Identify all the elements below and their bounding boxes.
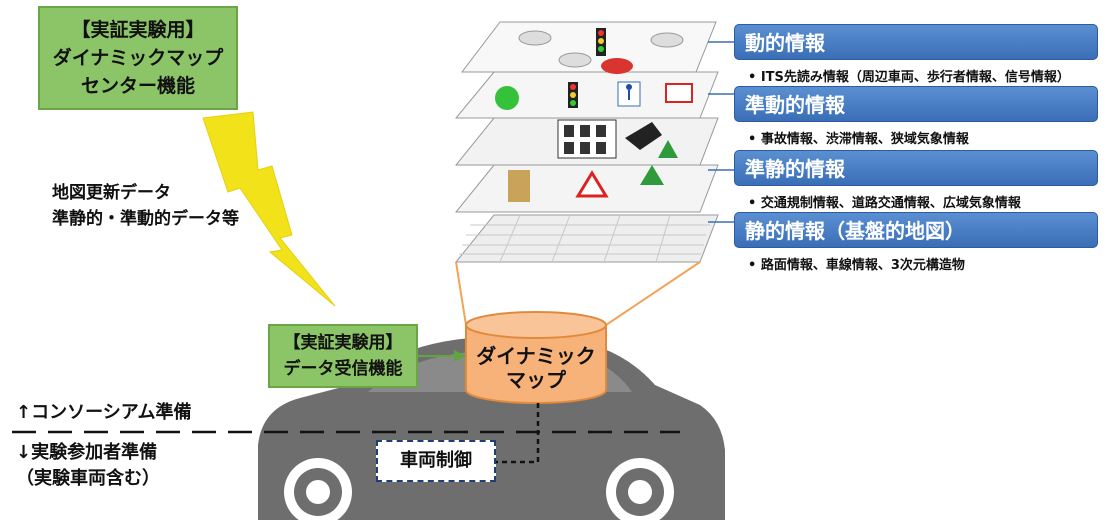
layer-title-semi-dynamic: 準動的情報: [734, 86, 1098, 122]
accident-icon: [625, 122, 662, 150]
layer-title-dynamic: 動的情報: [734, 24, 1098, 60]
layer-plane-semi-dynamic: [454, 117, 719, 166]
layer-detail-dynamic: • ITS先読み情報（周辺車両、歩行者情報、信号情報）: [748, 70, 1070, 85]
arrow-right-icon: [418, 350, 466, 362]
car-icon: [558, 52, 592, 68]
layer-detail-semi-dynamic: • 事故情報、渋滞情報、狭域気象情報: [748, 132, 969, 147]
tree-icon: [658, 140, 678, 158]
layer-plane-static: [454, 214, 719, 263]
layer-plane-dynamic: [460, 21, 717, 74]
car-wheel-icon: [284, 458, 352, 520]
layer-connectors: [708, 41, 734, 223]
layer-detail-semi-static: • 交通規制情報、道路交通情報、広域気象情報: [748, 196, 1021, 211]
update-label-line1: 地図更新データ: [52, 183, 171, 203]
car-wheel-icon: [606, 458, 674, 520]
participant-label-line1: ↓実験参加者準備: [16, 442, 158, 463]
layer-title-semi-static: 準静的情報: [734, 150, 1098, 186]
layer-detail-static: • 路面情報、車線情報、3次元構造物: [748, 258, 965, 273]
receiver-box-line1: 【実証実験用】: [283, 333, 403, 353]
vehicle-control-box: 車両制御: [376, 440, 496, 482]
car-icon: [650, 32, 684, 48]
warning-sign-icon: [575, 170, 609, 198]
lightning-icon: [202, 111, 336, 307]
road-sign-icon: [665, 83, 693, 103]
consortium-label: ↑コンソーシアム準備: [16, 402, 192, 423]
layer-plane-semi-static: [454, 164, 719, 213]
dynamic-map-cylinder: [465, 311, 607, 404]
dynamic-map-line1: ダイナミック: [476, 344, 596, 368]
center-box-line2: ダイナミックマップ: [52, 47, 224, 69]
participant-label-line2: （実験車両含む）: [16, 468, 160, 489]
bicycle-icon: [495, 86, 519, 110]
building-icon: [508, 170, 530, 202]
dynamic-map-line2: マップ: [506, 368, 566, 392]
update-label-line2: 準静的・準動的データ等: [52, 209, 239, 229]
car-icon: [601, 58, 633, 74]
center-box-line1: 【実証実験用】: [71, 19, 205, 41]
participant-label: ↓実験参加者準備 （実験車両含む）: [16, 440, 160, 492]
center-function-box: 【実証実験用】 ダイナミックマップ センター機能: [38, 6, 238, 110]
pedestrian-icon: [617, 81, 641, 107]
center-box-line3: センター機能: [80, 75, 195, 97]
update-data-label: 地図更新データ 準静的・準動的データ等: [52, 180, 239, 232]
layer-plane-dynamic-lower: [454, 71, 719, 119]
dynamic-map-label: ダイナミック マップ: [466, 344, 606, 392]
projection-lines: [455, 261, 701, 326]
tree-icon: [640, 165, 664, 185]
car-icon: [518, 30, 552, 46]
layer-title-static: 静的情報（基盤的地図）: [734, 212, 1098, 248]
receiver-box-line2: データ受信機能: [283, 359, 403, 379]
receiver-function-box: 【実証実験用】 データ受信機能: [268, 324, 418, 388]
control-connector: [496, 403, 540, 464]
